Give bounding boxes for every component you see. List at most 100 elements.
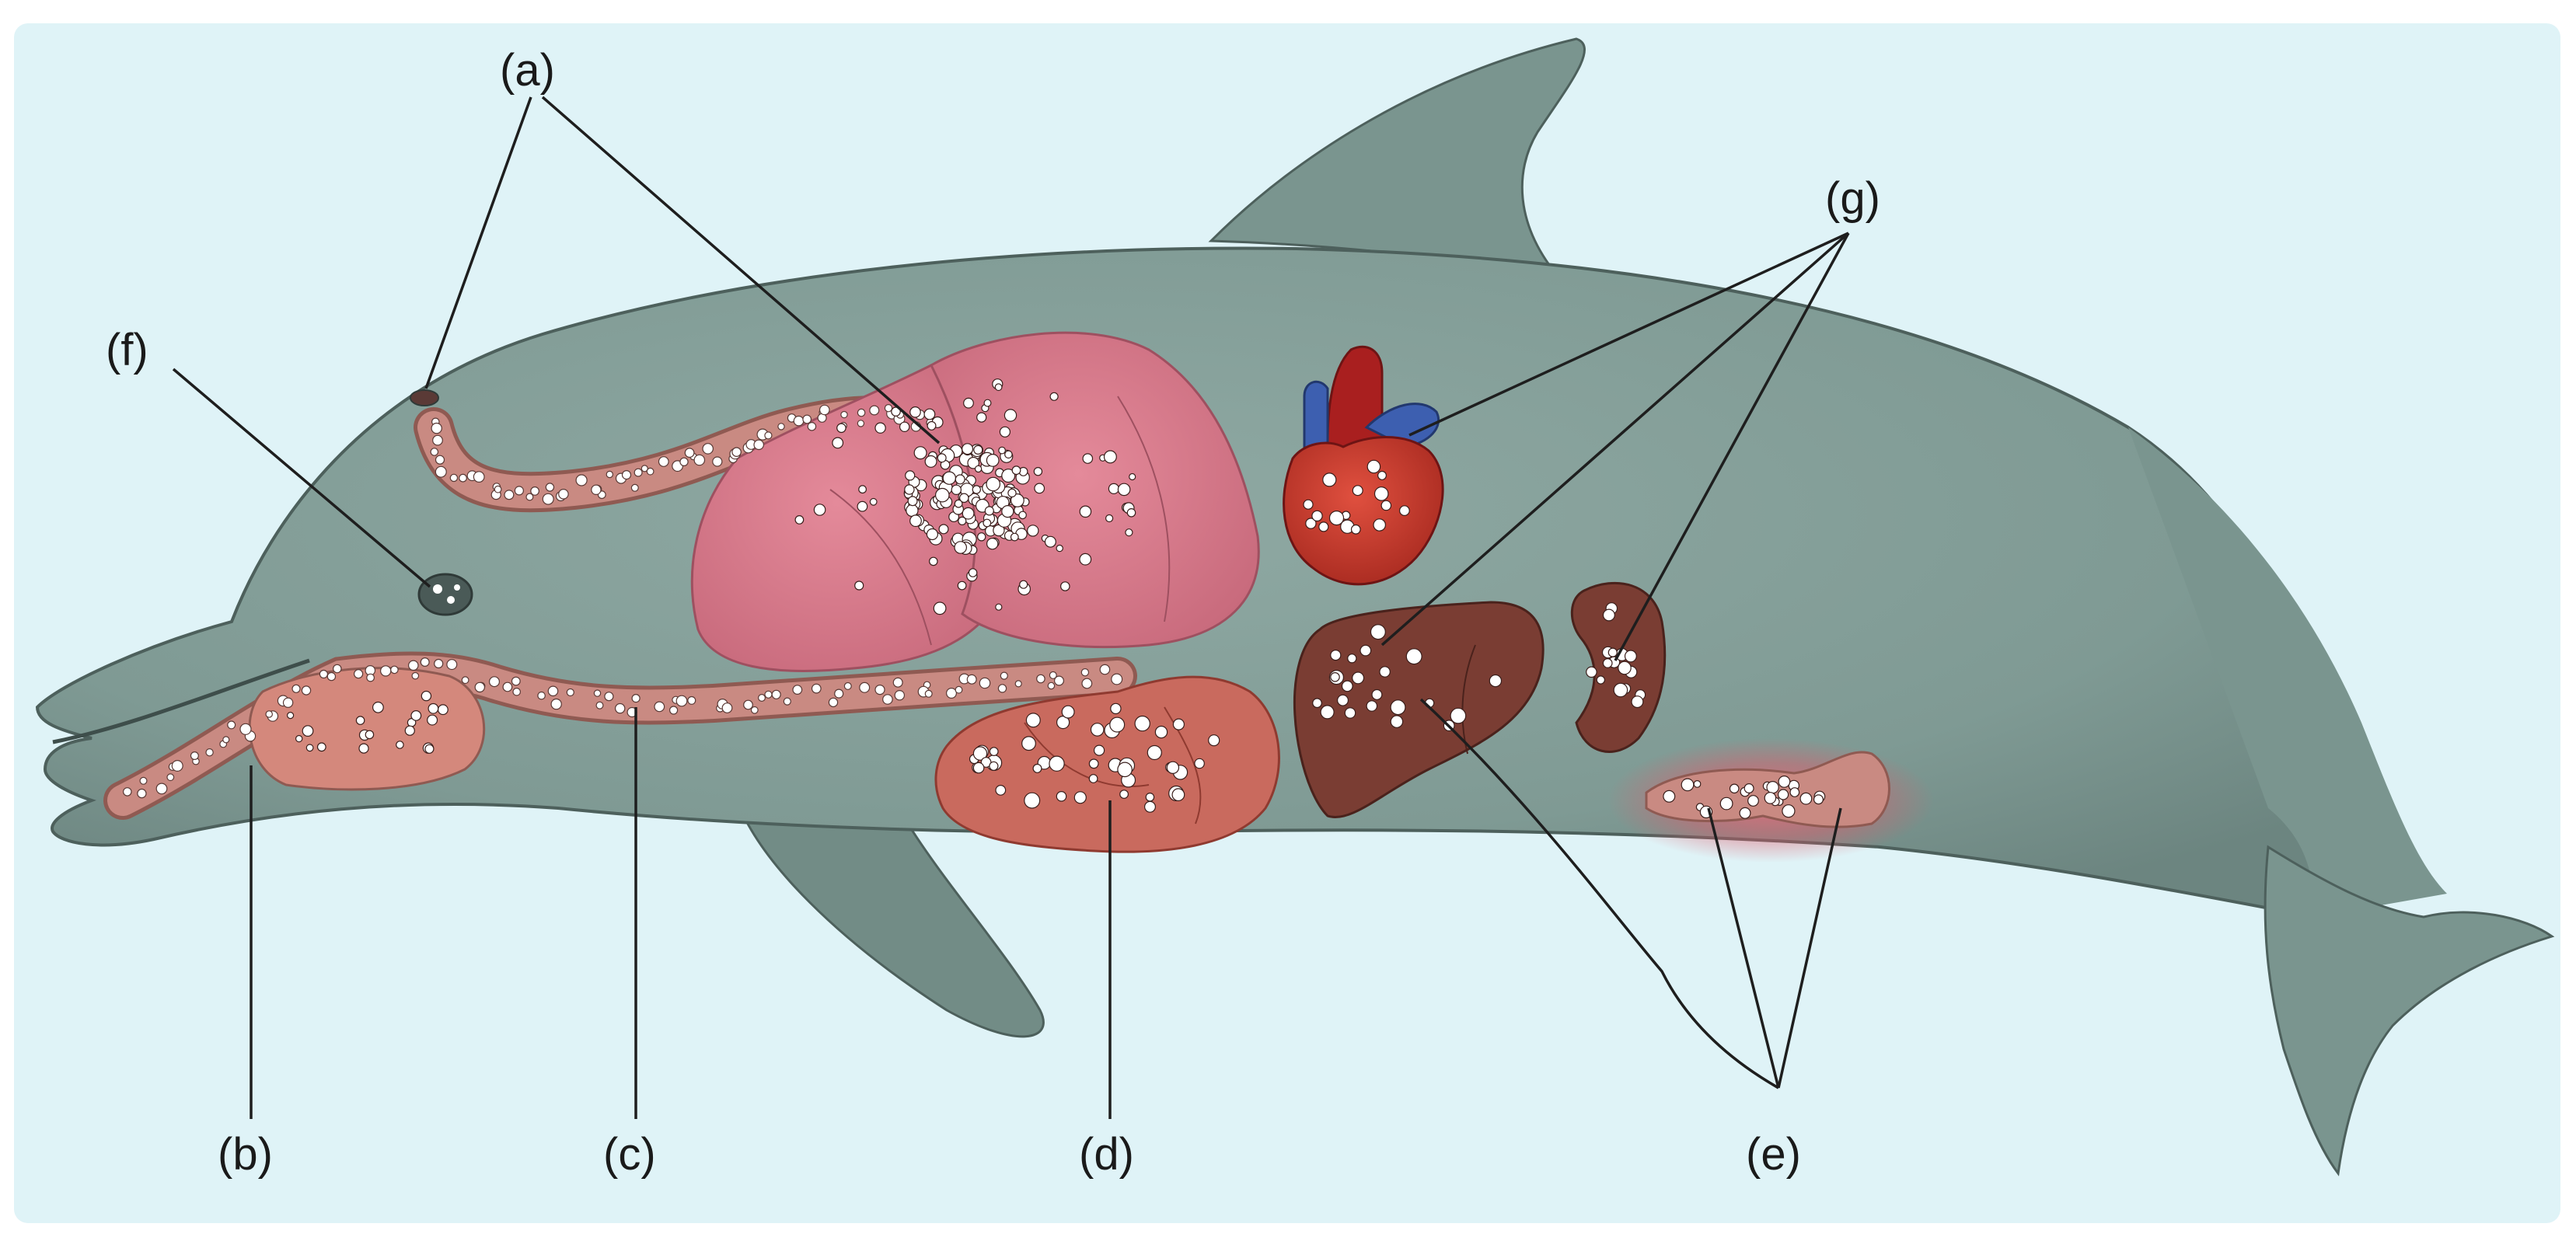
white-bead-icon	[802, 414, 812, 424]
white-bead-icon	[1778, 789, 1789, 800]
white-bead-icon	[287, 711, 295, 720]
white-bead-icon	[858, 485, 867, 494]
white-bead-icon	[874, 422, 886, 434]
white-bead-icon	[1019, 580, 1028, 589]
white-bead-icon	[1049, 671, 1057, 679]
white-bead-icon	[907, 496, 918, 507]
white-bead-icon	[1011, 465, 1021, 476]
white-bead-icon	[905, 470, 916, 481]
white-bead-icon	[166, 773, 175, 782]
white-bead-icon	[1398, 505, 1410, 516]
label-a: (a)	[500, 45, 555, 96]
leader-lines	[172, 96, 1850, 1119]
white-bead-icon	[431, 422, 442, 434]
white-bead-icon	[305, 744, 314, 752]
white-bead-icon	[857, 420, 865, 427]
white-bead-icon	[771, 689, 781, 699]
white-bead-icon	[1360, 644, 1372, 657]
white-bead-icon	[1061, 705, 1075, 719]
white-bead-icon	[291, 684, 301, 693]
white-bead-icon	[432, 434, 443, 446]
white-bead-icon	[834, 688, 844, 699]
leader-e-1	[1707, 807, 1780, 1089]
white-bead-icon	[891, 406, 901, 417]
white-bead-icon	[1624, 650, 1637, 663]
white-bead-icon	[906, 504, 919, 518]
white-bead-icon	[1312, 698, 1322, 709]
white-bead-icon	[365, 730, 375, 740]
white-bead-icon	[962, 443, 974, 455]
white-bead-icon	[190, 751, 199, 760]
aorta-vessel	[1326, 345, 1384, 458]
white-bead-icon	[1129, 472, 1136, 481]
white-bead-icon	[989, 747, 999, 756]
white-bead-icon	[924, 455, 937, 468]
white-bead-icon	[1330, 671, 1340, 682]
white-bead-icon	[1143, 800, 1156, 813]
white-bead-icon	[731, 447, 742, 457]
white-bead-icon	[807, 421, 817, 431]
white-bead-icon	[1747, 795, 1759, 807]
white-bead-icon	[840, 410, 848, 419]
white-bead-icon	[945, 687, 957, 699]
white-bead-icon	[999, 426, 1011, 437]
white-bead-icon	[783, 697, 791, 706]
white-bead-icon	[446, 659, 458, 671]
heart	[1283, 345, 1444, 586]
white-bead-icon	[909, 406, 921, 418]
white-bead-icon	[593, 689, 602, 697]
white-bead-icon	[1080, 668, 1090, 677]
white-bead-icon	[668, 706, 679, 715]
white-bead-icon	[595, 701, 604, 709]
white-bead-icon	[449, 473, 459, 483]
white-bead-icon	[1047, 682, 1056, 690]
white-bead-icon	[1799, 792, 1813, 805]
white-bead-icon	[979, 677, 991, 689]
white-bead-icon	[474, 682, 486, 693]
white-bead-icon	[1613, 682, 1628, 698]
white-bead-icon	[757, 693, 766, 702]
white-bead-icon	[380, 665, 392, 677]
white-bead-icon	[1036, 674, 1045, 684]
white-bead-icon	[630, 483, 639, 492]
white-bead-icon	[892, 677, 903, 688]
white-bead-icon	[899, 421, 910, 433]
white-bead-icon	[1390, 715, 1404, 728]
white-bead-icon	[1766, 781, 1779, 794]
leader-g-3	[1614, 232, 1850, 661]
white-bead-icon	[1081, 678, 1093, 689]
vena-cava-vessel	[1303, 380, 1329, 460]
white-bead-icon	[265, 710, 273, 718]
white-bead-icon	[511, 676, 521, 686]
white-bead-icon	[924, 689, 933, 698]
white-bead-icon	[1330, 649, 1342, 661]
leader-a-2	[541, 96, 941, 444]
white-bead-icon	[1450, 707, 1467, 724]
white-bead-icon	[631, 693, 641, 703]
pharynx	[248, 667, 486, 791]
white-bead-icon	[1405, 648, 1422, 665]
white-bead-icon	[1377, 470, 1387, 480]
white-bead-icon	[1208, 734, 1220, 747]
leader-a-1	[424, 96, 532, 389]
white-bead-icon	[550, 698, 562, 710]
white-bead-icon	[793, 415, 805, 427]
white-bead-icon	[794, 515, 805, 525]
white-bead-icon	[904, 484, 915, 495]
white-bead-icon	[427, 714, 438, 726]
white-bead-icon	[654, 701, 665, 713]
white-bead-icon	[1004, 450, 1013, 459]
white-bead-icon	[1618, 661, 1632, 675]
white-bead-icon	[525, 493, 534, 501]
lung-lobe-line	[1117, 396, 1171, 622]
white-bead-icon	[1024, 792, 1041, 809]
white-bead-icon	[1134, 715, 1150, 732]
white-bead-icon	[1053, 675, 1064, 686]
white-bead-icon	[811, 683, 822, 694]
white-bead-icon	[566, 688, 574, 697]
leader-e-3	[1419, 698, 1779, 1089]
white-bead-icon	[411, 671, 420, 680]
white-bead-icon	[137, 788, 147, 799]
white-bead-icon	[646, 467, 654, 476]
diagram-panel: (a) (f) (g) (b) (c) (d) (e)	[14, 23, 2560, 1223]
